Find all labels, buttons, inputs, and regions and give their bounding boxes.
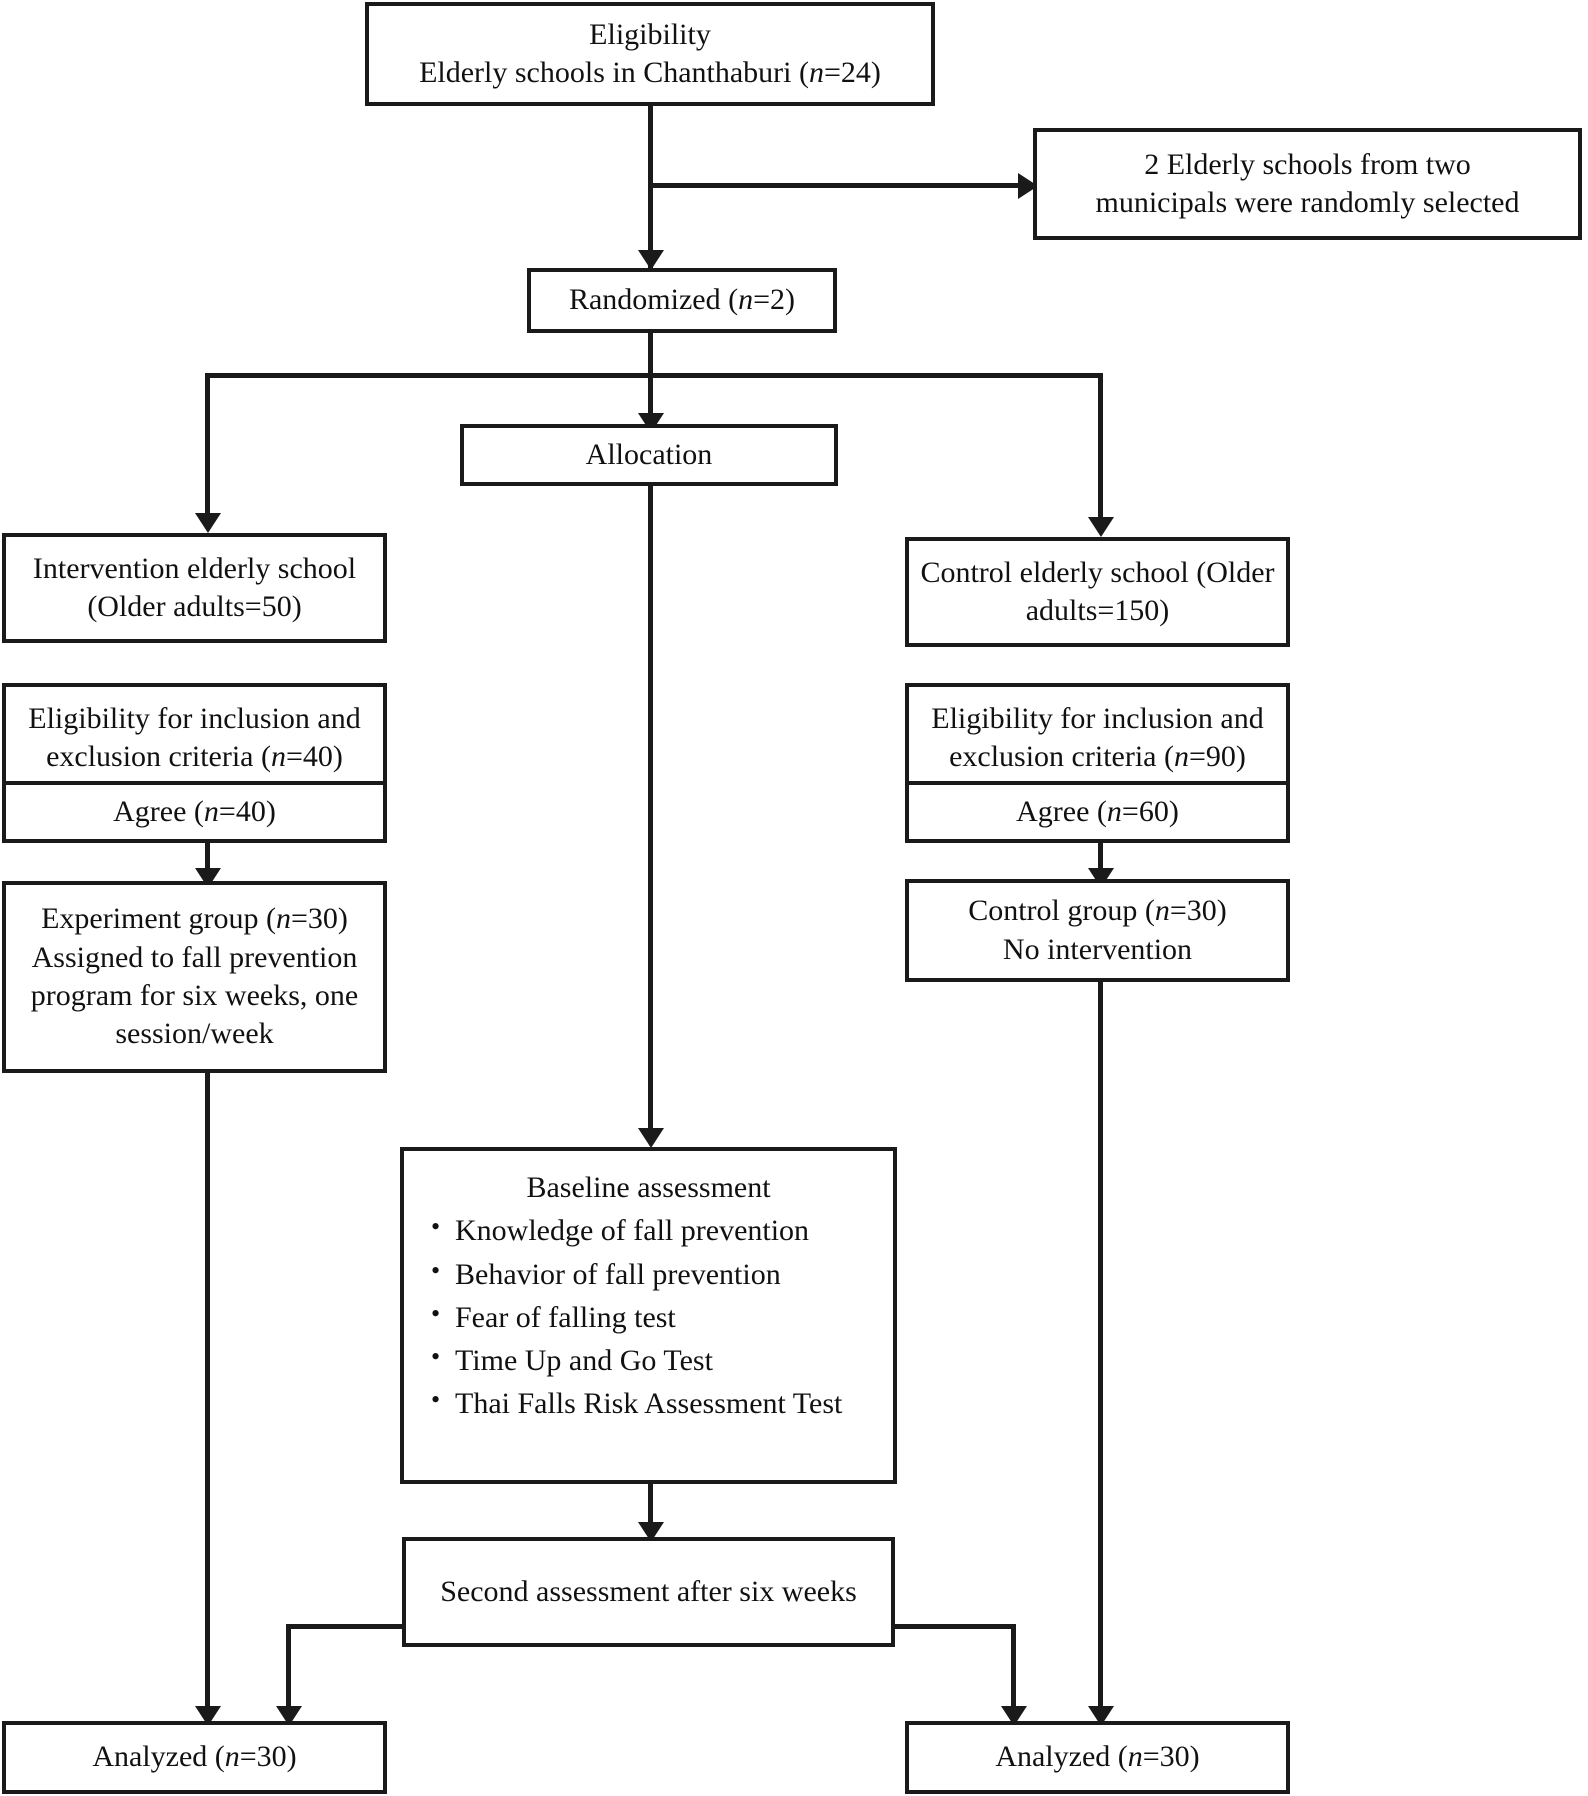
connector-left-agree-to-experiment	[205, 835, 210, 877]
node-second-assessment[interactable]: Second assessment after six weeks	[402, 1537, 895, 1647]
experiment-group-line1: Experiment group (n=30)	[41, 902, 348, 936]
elig-left-line1: Eligibility for inclusion and	[28, 701, 361, 735]
node-intervention-school[interactable]: Intervention elderly school (Older adult…	[2, 533, 387, 643]
experiment-group-line3: program for six weeks, one	[30, 979, 359, 1012]
connector-right-agree-to-control-group	[1098, 835, 1103, 877]
arrowhead-to-randomized	[638, 250, 664, 270]
node-baseline-assessment[interactable]: Baseline assessment Knowledge of fall pr…	[400, 1147, 897, 1484]
connector-second-to-left	[286, 1624, 428, 1629]
intervention-school-line2: (Older adults=50)	[87, 590, 302, 623]
connector-split-bar	[205, 373, 1103, 378]
baseline-item: Knowledge of fall prevention	[427, 1208, 896, 1252]
elig-left-line2: exclusion criteria (n=40)	[46, 740, 343, 773]
baseline-item: Time Up and Go Test	[427, 1338, 896, 1382]
arrowhead-to-baseline	[638, 1128, 664, 1148]
intervention-school-line1: Intervention elderly school	[32, 551, 357, 585]
connector-second-right-down	[1011, 1624, 1016, 1713]
control-school-line1: Control elderly school (Older	[920, 555, 1275, 589]
connector-eligibility-to-selection	[648, 183, 1038, 188]
elig-right-line2: exclusion criteria (n=90)	[949, 740, 1246, 773]
analyzed-right-label: Analyzed (n=30)	[995, 1740, 1200, 1774]
control-group-line2: No intervention	[1002, 932, 1193, 966]
node-allocation[interactable]: Allocation	[460, 424, 838, 486]
connector-second-left-down	[286, 1624, 291, 1713]
control-group-line1: Control group (n=30)	[968, 894, 1227, 928]
second-assessment-label: Second assessment after six weeks	[440, 1574, 857, 1608]
node-experiment-group[interactable]: Experiment group (n=30) Assigned to fall…	[2, 881, 387, 1073]
random-selection-line2: municipals were randomly selected	[1095, 186, 1520, 219]
analyzed-left-label: Analyzed (n=30)	[92, 1740, 297, 1774]
experiment-group-line2: Assigned to fall prevention	[31, 940, 358, 974]
connector-experiment-to-analyzed	[205, 1073, 210, 1713]
connector-control-group-to-analyzed	[1098, 982, 1103, 1713]
node-agree-right[interactable]: Agree (n=60)	[905, 781, 1290, 843]
baseline-header: Baseline assessment	[526, 1171, 771, 1204]
node-randomized[interactable]: Randomized (n=2)	[527, 268, 837, 333]
agree-left-label: Agree (n=40)	[113, 794, 276, 828]
arrowhead-to-control-school	[1088, 517, 1114, 537]
eligibility-line1: Eligibility	[589, 17, 711, 51]
elig-right-line1: Eligibility for inclusion and	[931, 701, 1264, 735]
node-control-school[interactable]: Control elderly school (Older adults=150…	[905, 537, 1290, 647]
node-analyzed-right[interactable]: Analyzed (n=30)	[905, 1721, 1290, 1794]
random-selection-line1: 2 Elderly schools from two	[1144, 147, 1471, 181]
connector-allocation-to-baseline	[648, 486, 653, 1132]
node-analyzed-left[interactable]: Analyzed (n=30)	[2, 1721, 387, 1794]
connector-split-left-down	[205, 373, 210, 518]
baseline-item: Fear of falling test	[427, 1295, 896, 1339]
node-agree-left[interactable]: Agree (n=40)	[2, 781, 387, 843]
connector-split-right-down	[1098, 373, 1103, 522]
node-random-selection[interactable]: 2 Elderly schools from two municipals we…	[1033, 128, 1582, 240]
control-school-line2: adults=150)	[1025, 594, 1170, 627]
node-eligibility-criteria-right[interactable]: Eligibility for inclusion and exclusion …	[905, 683, 1290, 793]
connector-center-down-to-allocation	[648, 373, 653, 423]
baseline-item: Behavior of fall prevention	[427, 1252, 896, 1296]
connector-second-to-right	[868, 1624, 1016, 1629]
baseline-item: Thai Falls Risk Assessment Test	[427, 1381, 896, 1425]
node-control-group[interactable]: Control group (n=30) No intervention	[905, 879, 1290, 982]
baseline-items-list: Knowledge of fall prevention Behavior of…	[401, 1208, 896, 1425]
connector-randomized-down	[648, 333, 653, 375]
eligibility-line2: Elderly schools in Chanthaburi (n=24)	[419, 56, 881, 89]
node-eligibility-criteria-left[interactable]: Eligibility for inclusion and exclusion …	[2, 683, 387, 793]
connector-baseline-to-second	[648, 1484, 653, 1534]
arrowhead-to-intervention-school	[195, 513, 221, 533]
node-eligibility[interactable]: Eligibility Elderly schools in Chanthabu…	[365, 2, 935, 106]
allocation-label: Allocation	[585, 437, 713, 471]
randomized-label: Randomized (n=2)	[568, 283, 796, 317]
experiment-group-line4: session/week	[115, 1017, 274, 1051]
agree-right-label: Agree (n=60)	[1016, 794, 1179, 828]
